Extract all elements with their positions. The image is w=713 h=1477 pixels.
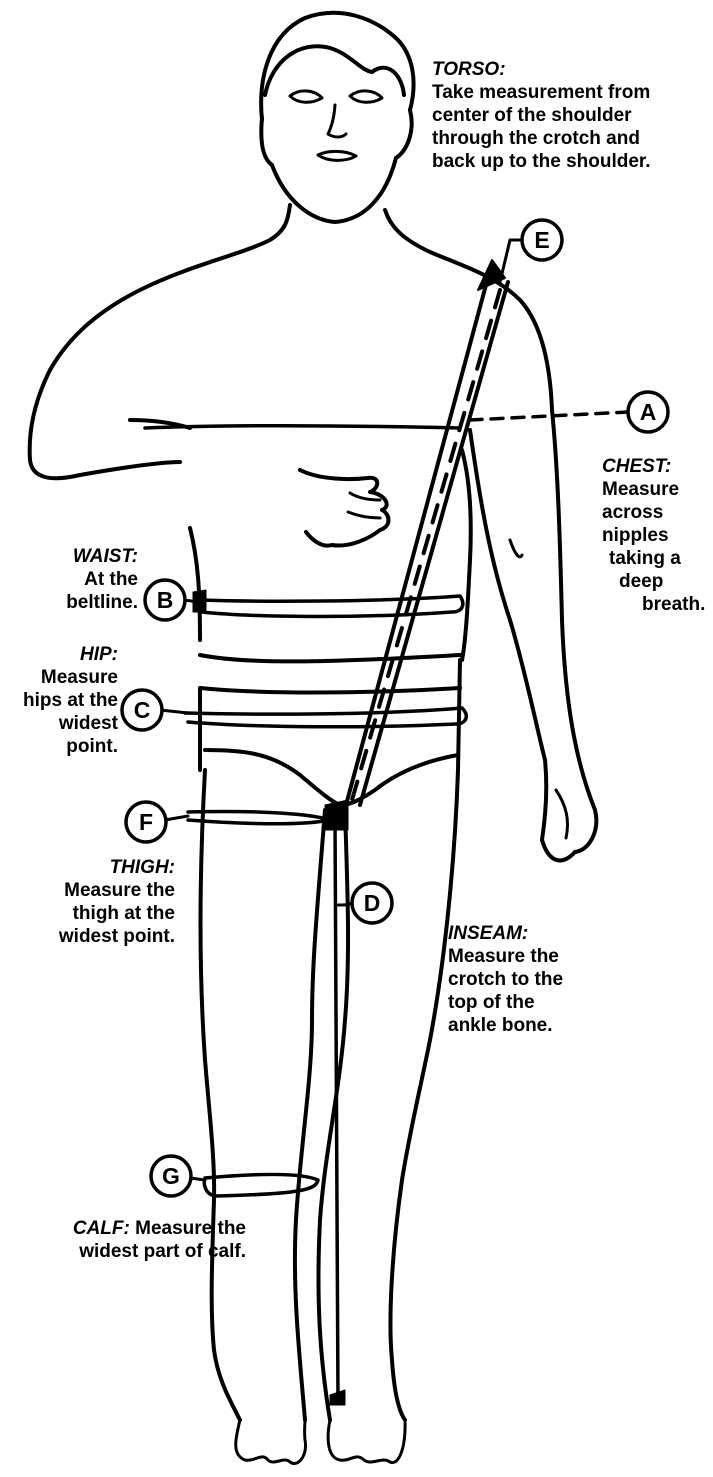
marker-e-letter: E [534,227,549,253]
waist-line-1: At the [20,568,138,591]
torso-line-4: back up to the shoulder. [432,150,651,173]
hip-line-4: point. [0,735,118,758]
thigh-heading: THIGH: [40,856,175,879]
marker-e: E [522,220,562,260]
marker-a-letter: A [640,399,657,425]
thigh-line [188,811,330,823]
inseam-line-3: top of the [448,991,563,1014]
torso-drawing [30,205,597,861]
hip-heading: HIP: [0,643,118,666]
waist-heading: WAIST: [20,545,138,568]
hip-line [185,708,466,727]
chest-line-1: Measure [597,478,709,501]
calf-line-2: widest part of calf. [8,1240,246,1263]
marker-c-letter: C [134,697,151,723]
thigh-line-2: thigh at the [40,902,175,925]
chest-heading: CHEST: [597,455,709,478]
marker-b: B [145,580,185,620]
marker-f-leader [165,816,188,820]
chest-line-5: deep [597,570,709,593]
thigh-note: THIGH: Measure the thigh at the widest p… [40,856,175,948]
legs-drawing [200,770,458,1463]
marker-c: C [122,690,162,730]
calf-heading: CALF: [73,1218,130,1239]
torso-line-1: Take measurement from [432,81,651,104]
ankle-tab [330,1390,345,1405]
hip-line-2: hips at the [0,689,118,712]
torso-heading: TORSO: [432,58,651,81]
marker-d-leader [338,903,352,905]
hip-line-1: Measure [0,666,118,689]
inseam-line-4: ankle bone. [448,1014,563,1037]
marker-g: G [151,1156,191,1196]
chest-line [145,426,460,428]
inseam-line-1: Measure the [448,945,563,968]
marker-a: A [628,392,668,432]
marker-f: F [126,802,166,842]
torso-line-2: center of the shoulder [432,104,651,127]
marker-g-letter: G [162,1163,180,1189]
chest-dashed-line [470,412,628,420]
chest-line-4: taking a [597,547,709,570]
marker-c-leader [160,710,188,713]
hip-line-3: widest [0,712,118,735]
chest-line-3: nipples [597,524,709,547]
marker-d-letter: D [364,890,381,916]
chest-note: CHEST: Measure across nipples taking a d… [597,455,709,616]
inseam-line-2: crotch to the [448,968,563,991]
head-drawing [261,13,413,222]
briefs-drawing [200,655,460,805]
hip-note: HIP: Measure hips at the widest point. [0,643,118,758]
thigh-line-1: Measure the [40,879,175,902]
marker-f-letter: F [139,809,153,835]
thigh-line-3: widest point. [40,925,175,948]
waist-line [200,596,463,617]
inseam-note: INSEAM: Measure the crotch to the top of… [448,922,563,1037]
marker-d: D [352,883,392,923]
torso-line-3: through the crotch and [432,127,651,150]
marker-b-letter: B [157,587,174,613]
chest-line-2: across [597,501,709,524]
torso-note: TORSO: Take measurement from center of t… [432,58,651,173]
waist-line-2: beltline. [20,591,138,614]
waist-note: WAIST: At the beltline. [20,545,138,614]
chest-line-6: breath. [597,593,709,616]
inseam-heading: INSEAM: [448,922,563,945]
calf-note: CALF: Measure the widest part of calf. [8,1217,246,1263]
calf-line-1: Measure the [130,1218,246,1239]
inseam-line [335,820,338,1400]
